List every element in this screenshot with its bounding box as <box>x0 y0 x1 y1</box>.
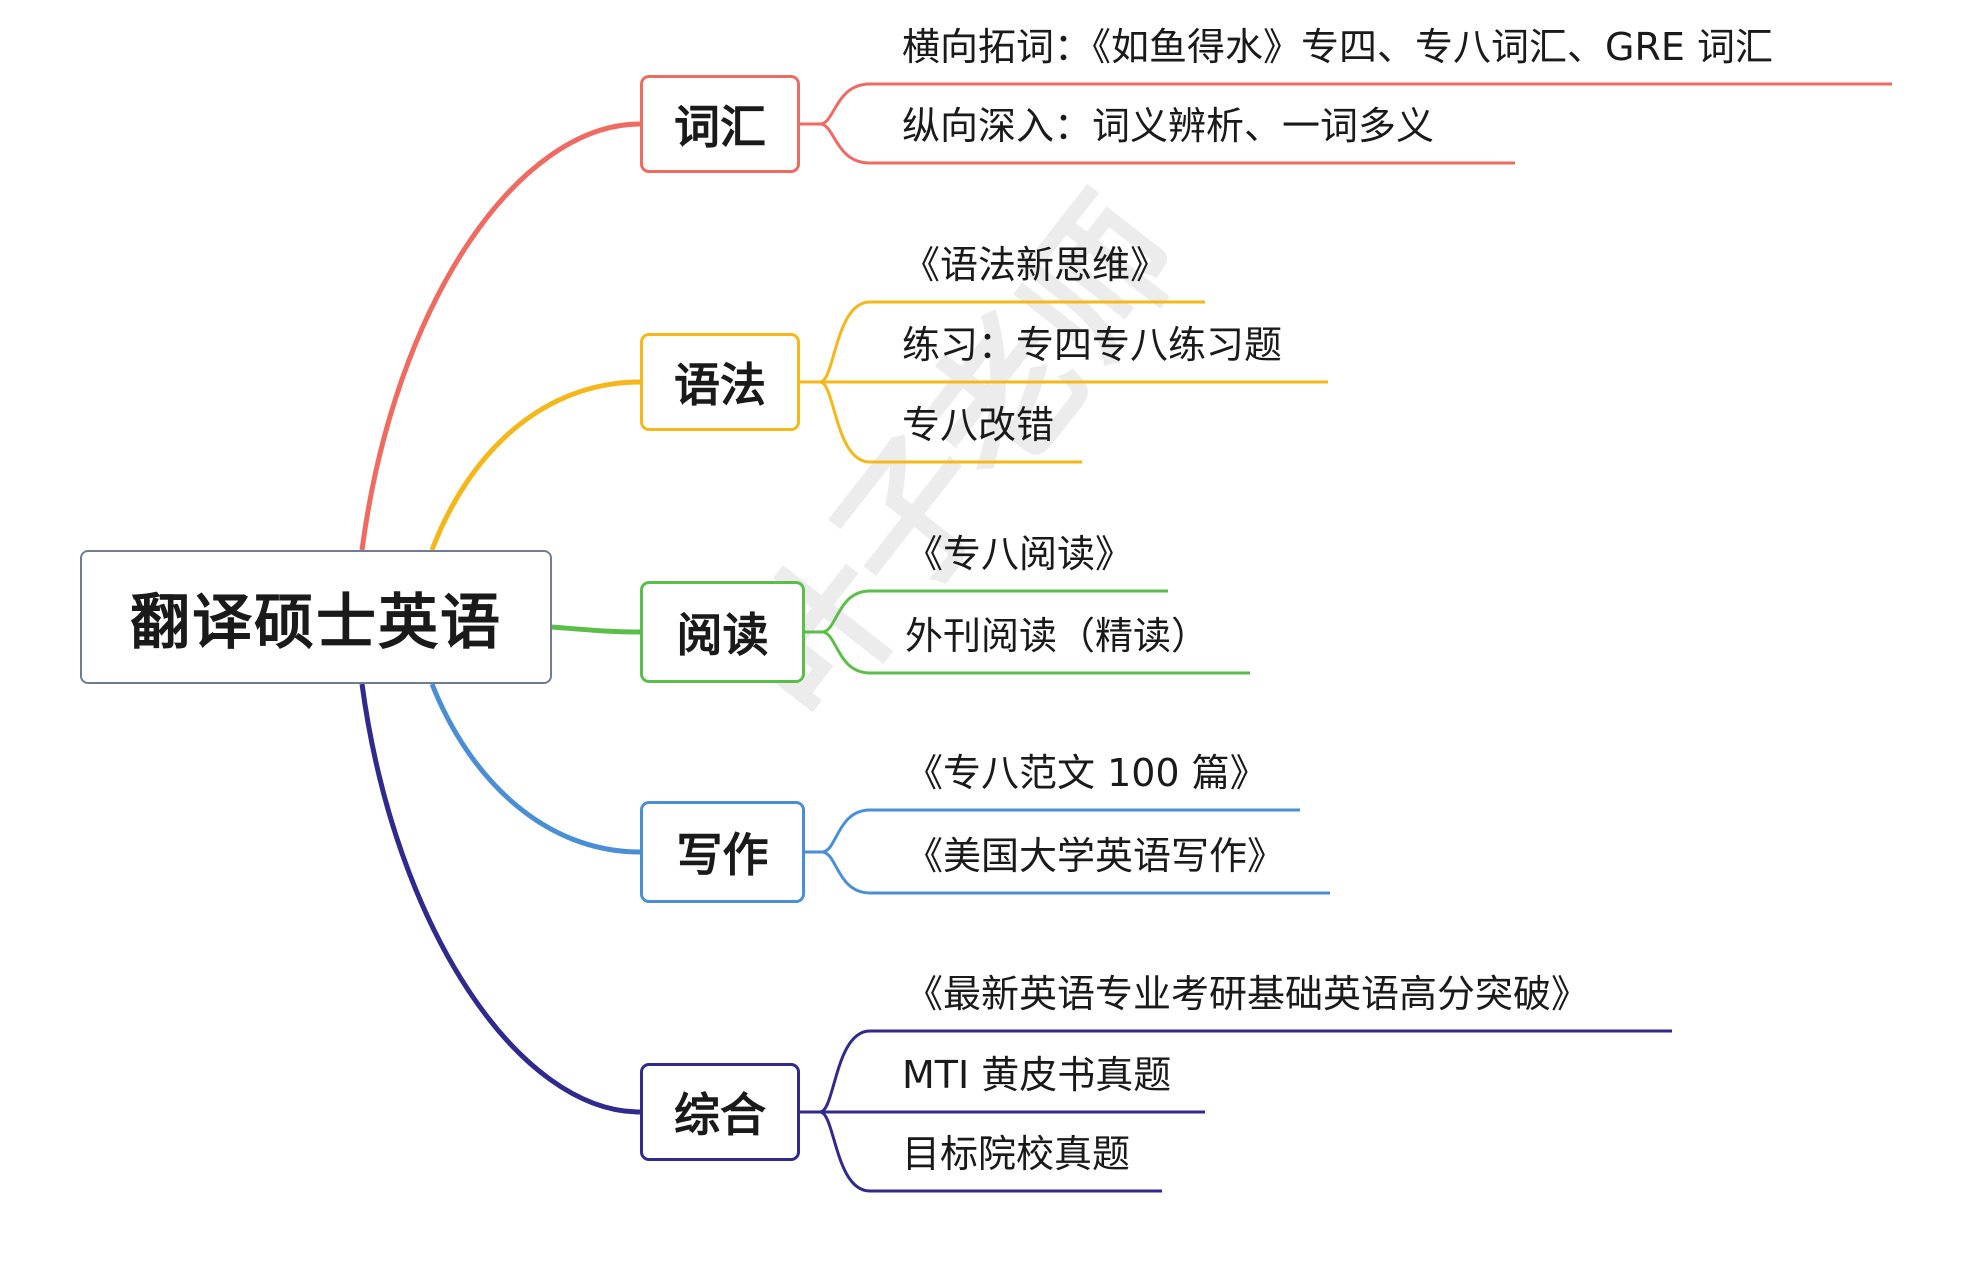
root-link-reading <box>551 624 641 635</box>
leaf-vocab-horizontal: 横向拓词：《如鱼得水》专四、专八词汇、GRE 词汇 <box>902 25 1773 69</box>
leaf-line-reading-2 <box>821 630 1250 675</box>
leaf-line-writing-2 <box>821 850 1330 895</box>
leaf-vocab-vertical: 纵向深入：词义辨析、一词多义 <box>902 104 1435 148</box>
leaf-grammar-practice: 练习：专四专八练习题 <box>902 323 1283 367</box>
leaf-line-general-3 <box>819 1110 1162 1193</box>
leaf-grammar-correction: 专八改错 <box>902 403 1055 447</box>
leaf-writing-book: 《美国大学英语写作》 <box>905 834 1286 878</box>
leaf-reading-book: 《专八阅读》 <box>905 532 1134 576</box>
leaf-line-grammar-3 <box>819 380 1082 464</box>
root-link-writing <box>429 683 641 855</box>
leaf-general-mti: MTI 黄皮书真题 <box>902 1053 1172 1097</box>
branch-node-reading[interactable]: 阅读 <box>640 581 805 683</box>
leaf-general-target: 目标院校真题 <box>902 1132 1131 1176</box>
root-link-grammar <box>429 379 641 551</box>
root-link-vocab <box>359 121 641 551</box>
leaf-line-vocab-2 <box>819 122 1515 165</box>
branch-node-writing[interactable]: 写作 <box>640 801 805 903</box>
root-node[interactable]: 翻译硕士英语 <box>80 550 552 684</box>
root-link-general <box>359 683 641 1115</box>
branch-node-vocab[interactable]: 词汇 <box>640 75 800 173</box>
leaf-writing-samples: 《专八范文 100 篇》 <box>905 751 1268 795</box>
leaf-grammar-book: 《语法新思维》 <box>902 243 1169 287</box>
leaf-reading-journals: 外刊阅读（精读） <box>905 614 1210 658</box>
branch-node-general[interactable]: 综合 <box>640 1063 800 1161</box>
leaf-general-book: 《最新英语专业考研基础英语高分突破》 <box>905 972 1590 1016</box>
branch-node-grammar[interactable]: 语法 <box>640 333 800 431</box>
